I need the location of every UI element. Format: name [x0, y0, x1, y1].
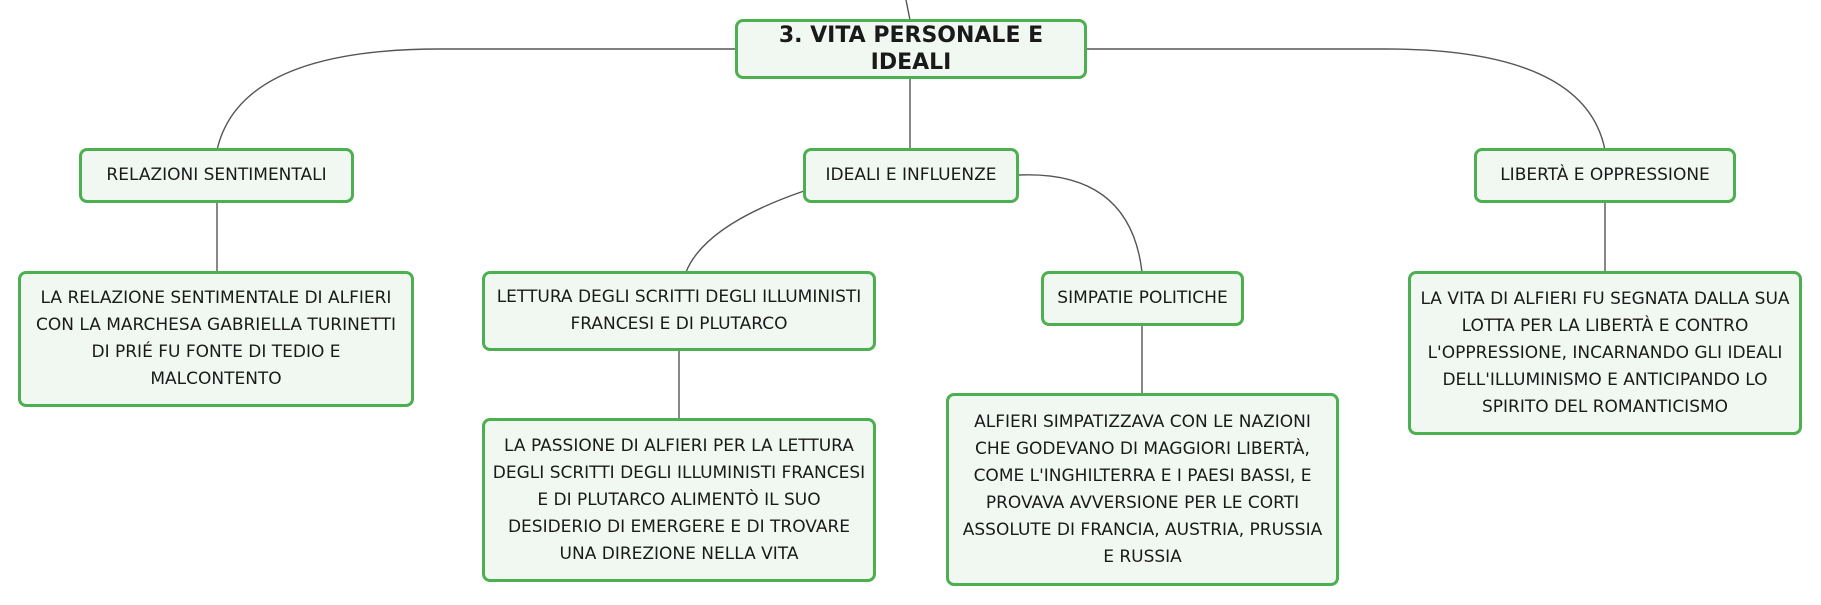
detail-liberta[interactable]: LA VITA DI ALFIERI FU SEGNATA DALLA SUA … — [1408, 271, 1802, 435]
subtopic-lettura[interactable]: LETTURA DEGLI SCRITTI DEGLI ILLUMINISTI … — [482, 271, 876, 351]
subtopic-simpatie-label: SIMPATIE POLITICHE — [1057, 288, 1228, 308]
detail-lettura-text: LA PASSIONE DI ALFIERI PER LA LETTURA DE… — [492, 435, 866, 564]
connector-root-liberta — [1087, 48, 1606, 151]
branch-liberta[interactable]: LIBERTÀ E OPPRESSIONE — [1474, 148, 1736, 203]
connector-root-relazioni — [216, 48, 737, 151]
branch-relazioni[interactable]: RELAZIONI SENTIMENTALI — [79, 148, 354, 203]
branch-liberta-label: LIBERTÀ E OPPRESSIONE — [1500, 165, 1710, 185]
detail-lettura[interactable]: LA PASSIONE DI ALFIERI PER LA LETTURA DE… — [482, 418, 876, 582]
detail-simpatie[interactable]: ALFIERI SIMPATIZZAVA CON LE NAZIONI CHE … — [946, 393, 1339, 586]
detail-simpatie-text: ALFIERI SIMPATIZZAVA CON LE NAZIONI CHE … — [962, 411, 1323, 567]
detail-liberta-text: LA VITA DI ALFIERI FU SEGNATA DALLA SUA … — [1420, 288, 1790, 417]
connector-parent — [905, 0, 911, 21]
subtopic-lettura-label: LETTURA DEGLI SCRITTI DEGLI ILLUMINISTI … — [496, 287, 862, 334]
connector-ideali-lettura — [685, 190, 805, 273]
root-label: 3. VITA PERSONALE E IDEALI — [778, 23, 1044, 75]
branch-relazioni-label: RELAZIONI SENTIMENTALI — [106, 165, 327, 185]
root-node[interactable]: 3. VITA PERSONALE E IDEALI — [735, 19, 1087, 79]
branch-ideali-label: IDEALI E INFLUENZE — [825, 165, 997, 185]
subtopic-simpatie[interactable]: SIMPATIE POLITICHE — [1041, 271, 1244, 326]
detail-relazioni[interactable]: LA RELAZIONE SENTIMENTALE DI ALFIERI CON… — [18, 271, 414, 407]
connector-ideali-simpatie — [1017, 174, 1143, 273]
branch-ideali[interactable]: IDEALI E INFLUENZE — [803, 148, 1019, 203]
detail-relazioni-text: LA RELAZIONE SENTIMENTALE DI ALFIERI CON… — [35, 288, 397, 389]
